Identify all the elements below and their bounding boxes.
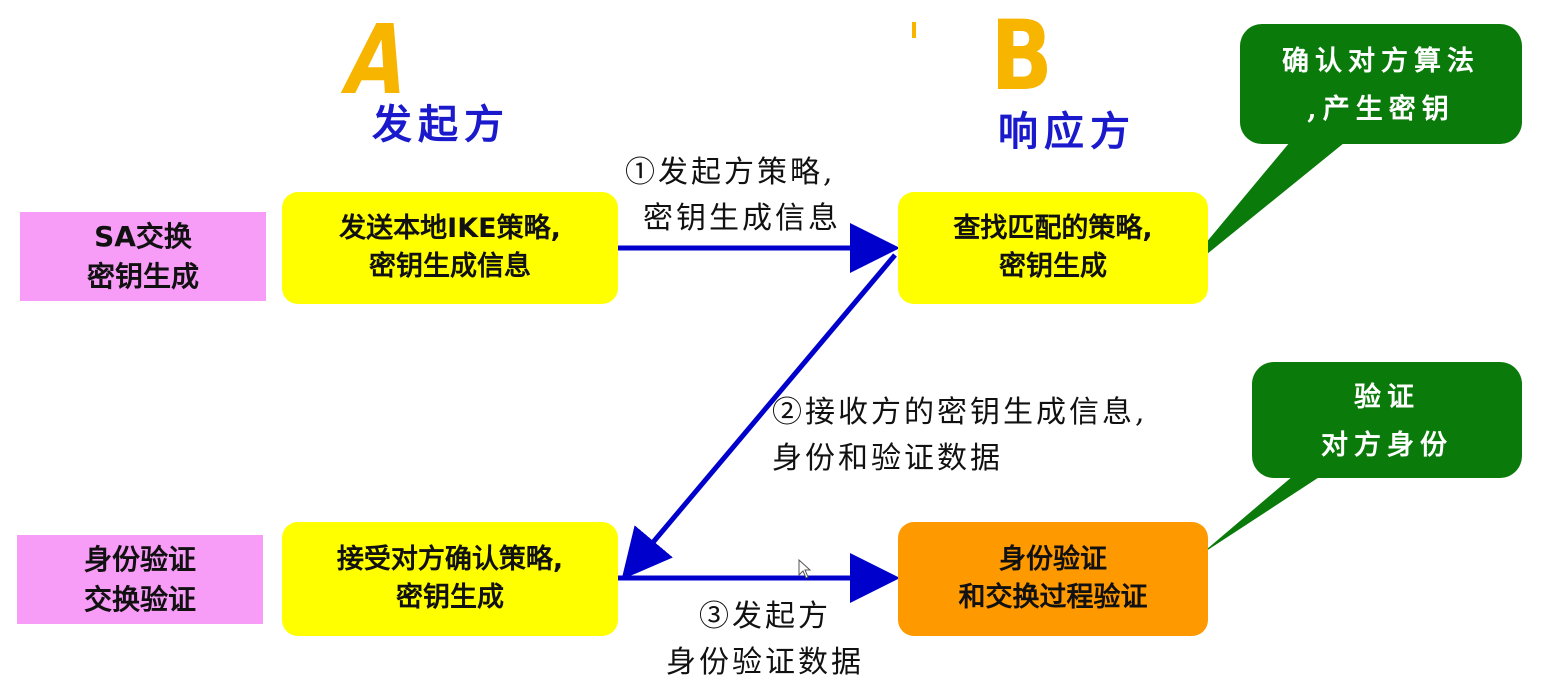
confirm-line1: 确认对方算法 <box>1282 46 1480 77</box>
msg3-line2: 身份验证数据 <box>666 645 864 680</box>
msg2-line2: 身份和验证数据 <box>772 441 1003 476</box>
callout-confirm-algorithm <box>1240 24 1522 144</box>
accept-line1: 接受对方确认策略, <box>336 544 564 575</box>
msg3-label: ③发起方 身份验证数据 <box>640 594 890 686</box>
msg1-line1: ①发起方策略, <box>625 155 836 190</box>
msg1-line2: 密钥生成信息 <box>643 201 841 236</box>
msg2-label: ②接收方的密钥生成信息, 身份和验证数据 <box>772 390 1148 482</box>
lookup-line1: 查找匹配的策略, <box>953 213 1153 244</box>
msg1-label: ①发起方策略, 密钥生成信息 <box>625 150 841 242</box>
phase1-line2: 密钥生成 <box>86 259 199 293</box>
callout-verify-text: 验证 对方身份 <box>1252 374 1522 470</box>
verify-box-line2: 和交换过程验证 <box>958 582 1148 613</box>
callout-confirm-text: 确认对方算法 ,产生密钥 <box>1240 38 1522 134</box>
confirm-callout-tail <box>1175 130 1360 280</box>
confirm-line2: ,产生密钥 <box>1307 94 1455 125</box>
msg3-line1: ③发起方 <box>699 599 831 634</box>
phase1-line1: SA交换 <box>94 219 192 253</box>
callout-verify-line1: 验证 <box>1354 382 1420 413</box>
send-line1: 发送本地IKE策略, <box>339 213 561 244</box>
box-send-ike-policy: 发送本地IKE策略, 密钥生成信息 <box>282 192 618 304</box>
verify-callout-tail <box>1200 470 1330 555</box>
callout-verify-line2: 对方身份 <box>1321 430 1453 461</box>
callout-verify-identity <box>1252 362 1522 478</box>
lookup-line2: 密钥生成 <box>999 251 1107 282</box>
arrow-msg2 <box>621 253 897 580</box>
msg2-line1: ②接收方的密钥生成信息, <box>772 395 1148 430</box>
initiator-heading: 发起方 <box>372 101 510 148</box>
verify-box-line1: 身份验证 <box>999 544 1107 575</box>
box-accept-policy: 接受对方确认策略, 密钥生成 <box>282 522 618 636</box>
responder-letter: B <box>990 0 1053 112</box>
responder-heading: 响应方 <box>998 108 1136 155</box>
phase2-line2: 交换验证 <box>83 582 196 616</box>
decor-tick <box>912 22 916 38</box>
phase-sa-exchange: SA交换 密钥生成 <box>20 212 266 301</box>
box-lookup-policy: 查找匹配的策略, 密钥生成 <box>898 192 1208 304</box>
send-line2: 密钥生成信息 <box>369 251 531 282</box>
accept-line2: 密钥生成 <box>396 582 504 613</box>
phase-identity-verification: 身份验证 交换验证 <box>17 535 263 624</box>
mouse-cursor-icon <box>798 559 812 579</box>
phase2-line1: 身份验证 <box>83 542 196 576</box>
box-verify-exchange: 身份验证 和交换过程验证 <box>898 522 1208 636</box>
